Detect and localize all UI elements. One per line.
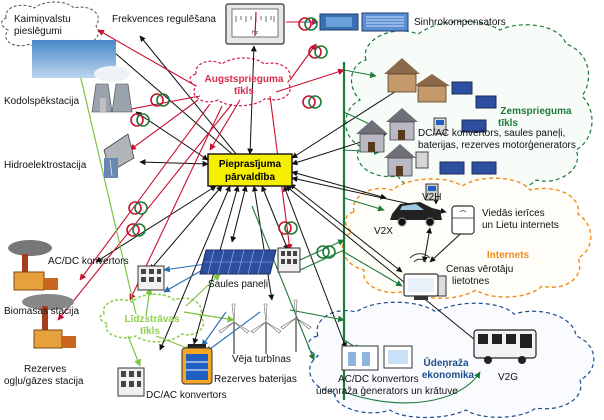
- frequency-label: Frekvences regulēšana: [112, 14, 216, 25]
- nuclear-label: Kodolspēkstacija: [4, 96, 79, 107]
- reserve-plant-icon: [22, 294, 76, 349]
- hydrogen-title-line1: Ūdeņraža: [423, 357, 468, 369]
- synchro-compensator-icon: [319, 12, 409, 32]
- dc-network-title-line1: Līdzstrāvas: [124, 314, 179, 325]
- smart-devices-icon: [451, 205, 475, 235]
- wind-turbines-icon: [218, 299, 312, 354]
- hydrogen-title-line2: ekonomika: [422, 370, 475, 381]
- low-voltage-desc-line2: baterijas, rezerves motorģenerators: [418, 138, 576, 151]
- dcac-converter-icon: [117, 367, 145, 397]
- transformer-7: [128, 201, 148, 215]
- price-monitor-icon: [403, 253, 447, 300]
- reserve-label-line1: Rezerves: [24, 364, 66, 375]
- center-title-line2: pārvaldība: [225, 172, 275, 183]
- v2h-label: V2H: [422, 192, 441, 203]
- dcac-converter-label: DC/AC konvertors: [146, 390, 227, 401]
- frequency-meter-icon: Hz: [225, 3, 285, 45]
- hydro-label: Hidroelektrostacija: [4, 160, 87, 171]
- low-voltage-title-line2: tīkls: [498, 118, 518, 129]
- solar-panels-icon: [199, 249, 277, 275]
- acdc-converter-icon: [137, 265, 165, 291]
- hydrogen-label-line2: ūdeņraža ģenerators un krātuve: [316, 384, 458, 397]
- nuclear-plant-icon: [32, 40, 133, 113]
- batteries-label: Rezerves baterijas: [214, 374, 297, 385]
- high-voltage-cloud: [189, 57, 291, 107]
- neighbors-label-line1: Kaimiņvalstu: [14, 14, 71, 25]
- v2x-label: V2X: [374, 226, 393, 237]
- reserve-label-line2: ogļu/gāzes stacija: [4, 376, 84, 387]
- houses-icon: [356, 58, 497, 177]
- hydrogen-equipment-icon: [341, 345, 413, 371]
- high-voltage-title-line2: tīkls: [234, 86, 254, 97]
- smart-devices-label-line1: Viedās ierīces: [482, 208, 545, 219]
- price-apps-label-line2: lietotnes: [452, 276, 489, 287]
- battery-icon: [181, 344, 213, 385]
- high-voltage-title-line1: Augstsprieguma: [205, 74, 284, 85]
- dc-network-title-line2: tīkls: [140, 326, 160, 337]
- low-voltage-desc-line1: DC/AC konvertors, saules paneļi,: [418, 128, 565, 139]
- transformers: [96, 17, 336, 259]
- transformer-6: [302, 95, 322, 109]
- solar-converter-icon: [277, 247, 301, 273]
- solar-label: Saules paneļi: [208, 279, 268, 290]
- wind-label: Vēja turbīnas: [232, 354, 291, 365]
- blue-lines: [163, 21, 318, 353]
- neighbors-label-line2: pieslēgumi: [14, 26, 62, 37]
- transformer-3: [130, 113, 150, 127]
- hydrogen-label-line1: AC/DC konvertors: [338, 374, 419, 385]
- transformer-10: [316, 245, 336, 259]
- hydro-plant-icon: [103, 133, 135, 178]
- v2g-label: V2G: [498, 372, 518, 383]
- transformer-2: [150, 93, 170, 107]
- transformer-5: [308, 45, 328, 59]
- price-apps-label-line1: Cenas vērotāju: [446, 264, 513, 275]
- biomass-label: Biomasas stacija: [4, 306, 79, 317]
- low-voltage-title-line1: Zemsprieguma: [500, 106, 572, 117]
- car-icon: [390, 202, 442, 227]
- charger-icon: [425, 183, 439, 201]
- internet-title: Internets: [487, 250, 530, 261]
- biomass-plant-icon: [8, 240, 58, 291]
- synchro-label: Sinhrokompensators: [414, 17, 506, 28]
- transformer-9: [278, 221, 298, 235]
- center-title-line1: Pieprasījuma: [219, 159, 282, 170]
- acdc-converter-label: AC/DC konvertors: [48, 256, 129, 267]
- transformer-4: [298, 17, 318, 31]
- transformer-8: [126, 223, 146, 237]
- smart-devices-label-line2: un Lietu internets: [482, 220, 559, 231]
- bus-icon: [473, 329, 537, 364]
- meter-unit: Hz: [252, 30, 259, 36]
- demand-management-box: [207, 153, 293, 187]
